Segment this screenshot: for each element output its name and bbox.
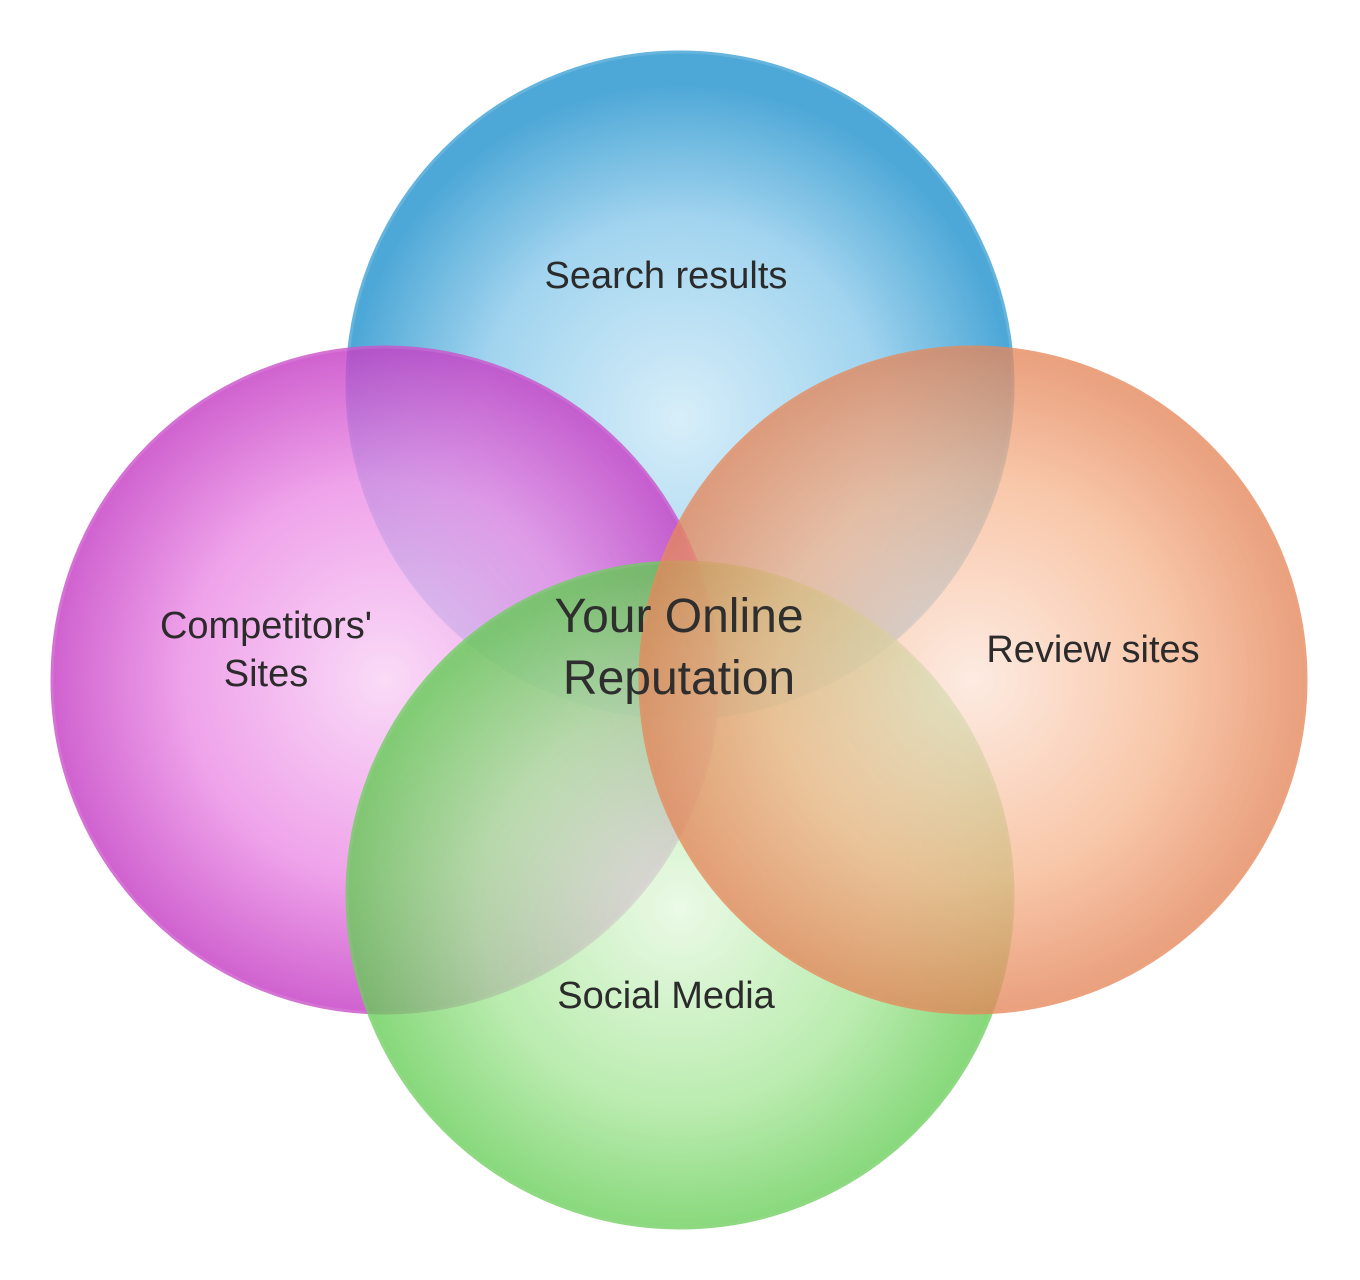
label-review-sites: Review sites: [986, 629, 1199, 671]
label-competitors-line-1: Competitors': [160, 605, 372, 647]
label-center-line-2: Reputation: [563, 652, 795, 705]
label-search-results: Search results: [545, 255, 788, 297]
circle-review-sites: [638, 345, 1308, 1015]
label-center-line-1: Your Online: [554, 590, 803, 643]
label-social-media: Social Media: [557, 975, 775, 1017]
label-competitors-line-2: Sites: [224, 653, 308, 695]
